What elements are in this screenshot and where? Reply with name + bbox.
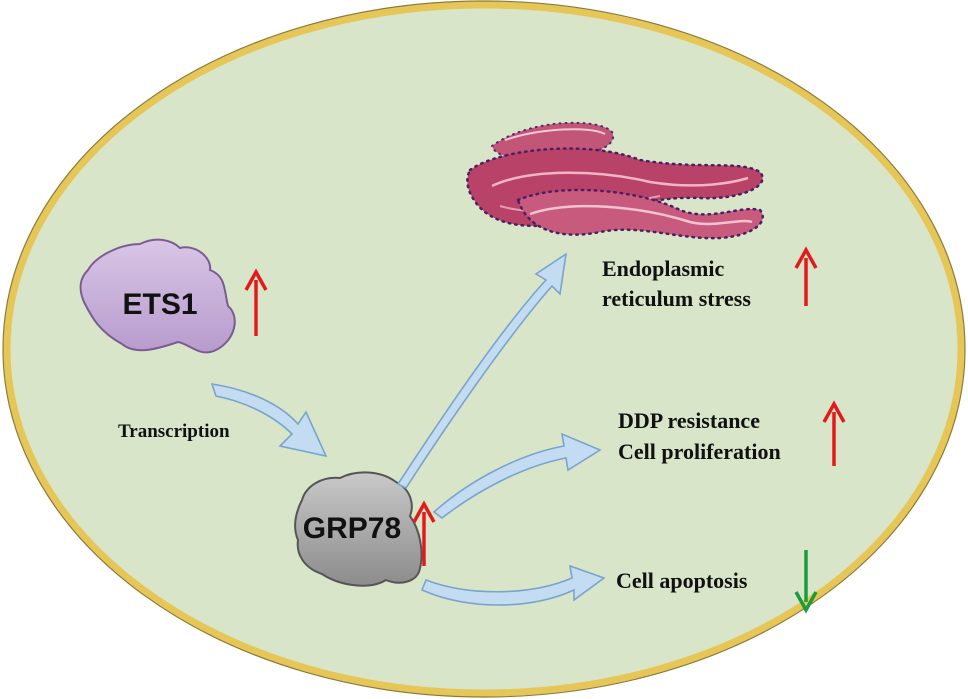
- endoplasmic-reticulum-icon: [466, 121, 764, 240]
- grp78-protein: GRP78: [294, 471, 423, 587]
- er-stress-up-arrow-icon: [794, 246, 818, 306]
- resistance-label-line1: DDP resistance: [618, 408, 760, 433]
- apoptosis-label: Cell apoptosis: [616, 568, 748, 593]
- resistance-arrow: [432, 432, 602, 520]
- apoptosis-down-arrow-icon: [794, 550, 818, 614]
- transcription-label: Transcription: [118, 421, 230, 442]
- transcription-arrow: [210, 383, 328, 458]
- apoptosis-arrow: [420, 564, 606, 606]
- resistance-label-line2: Cell proliferation: [618, 439, 781, 464]
- er-stress-label-line2: reticulum stress: [602, 286, 751, 311]
- er-stress-label-line1: Endoplasmic: [602, 256, 724, 281]
- ets1-label: ETS1: [122, 288, 197, 321]
- grp78-up-arrow-icon: [412, 500, 436, 566]
- er-stress-arrow: [396, 252, 568, 490]
- ets1-up-arrow-icon: [244, 268, 268, 336]
- grp78-label: GRP78: [303, 512, 401, 545]
- resistance-up-arrow-icon: [822, 400, 846, 466]
- ets1-protein: ETS1: [79, 238, 236, 354]
